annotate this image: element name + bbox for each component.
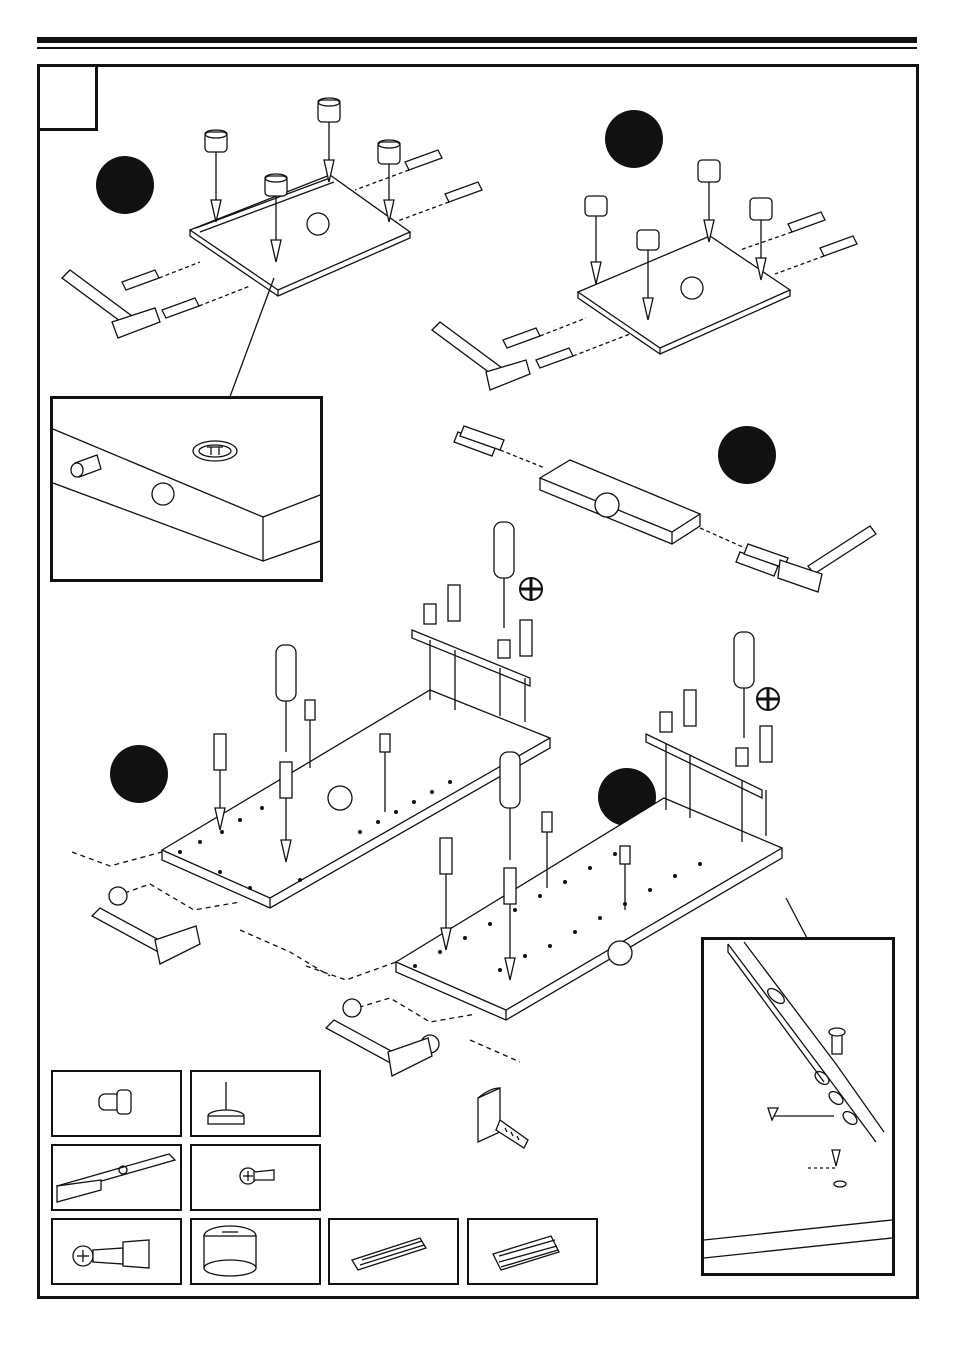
cam-lock-icon [749, 197, 773, 281]
shelf-pin-icon [541, 811, 631, 910]
part-large-dowel [467, 1218, 598, 1285]
screwdriver-icon [275, 644, 297, 752]
step-dot-a [96, 156, 154, 214]
header-rule-thick [37, 37, 917, 43]
panel-e [305, 631, 784, 1077]
step-dot-b [605, 110, 663, 168]
hammer-icon [431, 321, 531, 391]
tape-measure-icon [477, 1086, 529, 1149]
hammer-icon [90, 907, 201, 965]
part-cam-bolt [51, 1218, 182, 1285]
cam-lock-icon [636, 229, 660, 321]
panel-a [61, 97, 483, 339]
large-dowel-icon [453, 425, 789, 577]
cam-bolt-icon [213, 733, 293, 863]
part-shelf-pin [51, 1070, 182, 1137]
part-wood-dowel [328, 1218, 459, 1285]
step-number-box [37, 64, 98, 131]
step-dot-d [110, 745, 168, 803]
cam-lock-icon [377, 139, 401, 223]
cam-lock-icon [584, 195, 608, 285]
part-drawer-slide [51, 1144, 182, 1211]
phillips-symbol-icon [756, 687, 780, 711]
wood-dowel-icon [351, 1237, 427, 1271]
cam-lock-icon [204, 129, 228, 223]
screwdriver-icon [733, 631, 755, 738]
cam-lock-icon [192, 440, 238, 462]
slide-detail-inset [701, 937, 895, 1276]
drawer-slide-icon [645, 732, 767, 842]
part-glide-nail [190, 1070, 321, 1137]
panel-d [71, 521, 552, 977]
phillips-symbol-icon [519, 577, 543, 601]
panel-c [453, 425, 877, 593]
cam-lock-icon [264, 173, 288, 263]
cam-bolt-icon [439, 837, 517, 981]
wood-dowel-icon [121, 149, 483, 319]
screw-icon [239, 1167, 275, 1185]
drawer-slide-icon [411, 629, 531, 722]
cam-bolt-icon [72, 1239, 150, 1269]
glide-nail-icon [207, 1082, 245, 1125]
shelf-pin-icon [108, 886, 128, 906]
step-dot-c [718, 426, 776, 484]
large-dowel-icon [492, 1235, 560, 1271]
screwdriver-icon [499, 751, 521, 860]
screw-icon [828, 1027, 846, 1055]
hammer-icon [61, 269, 161, 339]
screwdriver-icon [493, 521, 515, 628]
drawer-slide-icon [55, 1153, 177, 1203]
cam-bolt-icon [659, 689, 773, 767]
wood-dowel-icon [502, 211, 858, 369]
cam-bolt-icon [423, 584, 533, 659]
hammer-icon [324, 1019, 433, 1077]
cam-lock-icon [697, 159, 721, 243]
part-cam-lock [190, 1218, 321, 1285]
panel-b [431, 159, 858, 391]
edge-detail-inset [50, 396, 323, 582]
hammer-icon [777, 525, 877, 593]
shelf-pin-icon [304, 699, 391, 812]
cam-lock-icon [317, 97, 341, 183]
shelf-pin-icon [98, 1089, 132, 1115]
cam-lock-icon [203, 1225, 257, 1277]
part-screw [190, 1144, 321, 1211]
wood-dowel-icon [70, 454, 102, 478]
header-rule-thin [37, 47, 917, 49]
